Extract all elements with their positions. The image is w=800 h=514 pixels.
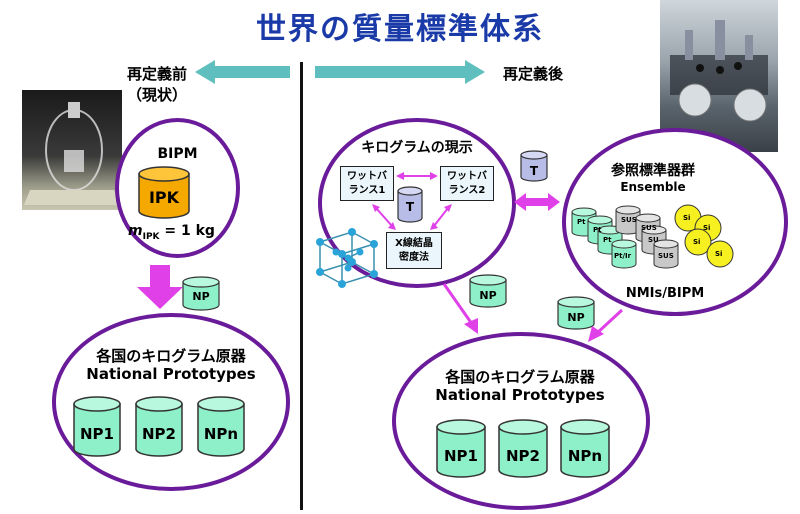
silicon-crystal-lattice-icon [316, 228, 378, 288]
left-np2-cylinder [135, 396, 183, 457]
bipm-label: BIPM [157, 146, 198, 162]
left-arrow-icon [195, 60, 290, 84]
left-np-cylinders [73, 396, 245, 457]
right-np-label-2: NP [567, 311, 585, 324]
realization-t-cylinder [397, 186, 423, 223]
arrow-from-realization [442, 283, 474, 325]
equation-subscript: IPK [142, 231, 160, 242]
header-arrows [195, 60, 485, 84]
sus-cylinder-1 [615, 205, 641, 235]
ensemble-label-pt-1: Pt [577, 218, 586, 226]
right-np-cylinder-2 [557, 296, 595, 330]
ensemble-label-sus-1: SUS [621, 216, 637, 224]
ensemble-label-si-4: Si [715, 250, 723, 258]
right-np1-cylinder [436, 419, 486, 478]
left-np1-cylinder [73, 396, 121, 457]
left-header-line1: 再定義前 [126, 65, 187, 83]
left-np-cylinder [182, 276, 220, 311]
watt2-line1: ワットバ [447, 171, 487, 182]
right-national-title-jp: 各国のキログラム原器 [445, 368, 595, 386]
right-header: 再定義後 [502, 65, 563, 83]
realization-title: キログラムの現示 [361, 140, 473, 156]
realization-t-label: T [405, 200, 415, 214]
ipk-cylinder [138, 166, 190, 219]
ensemble-label-pt-2: Pt [593, 226, 602, 234]
lab-apparatus-photo-icon [660, 0, 778, 152]
xray-crystal-density-box: X線結晶密度法 [386, 232, 442, 269]
right-np1-label: NP1 [444, 447, 478, 465]
transfer-t-label: T [529, 164, 539, 178]
xray-line2: 密度法 [399, 251, 429, 263]
left-national-title-jp: 各国のキログラム原器 [96, 347, 246, 365]
ensemble-label-pt-3: Pt [603, 236, 612, 244]
equation-value: = 1 kg [159, 223, 215, 239]
ensemble-title-jp: 参照標準器群 [611, 163, 695, 179]
right-arrow-icon [315, 60, 485, 84]
ensemble-nmis-label: NMIs/BIPM [625, 286, 705, 301]
realization-arrows [372, 172, 452, 230]
left-header-line2: （現状） [126, 86, 187, 104]
equation-mass-symbol: m [128, 223, 143, 239]
xray-line1: X線結晶 [395, 238, 433, 249]
ensemble-standards [571, 204, 734, 269]
si-sphere-3 [684, 228, 712, 256]
right-np2-label: NP2 [506, 447, 540, 465]
ensemble-label-sus-3: SUS [658, 252, 674, 260]
center-divider [300, 62, 303, 510]
sus-cylinder-4 [653, 239, 679, 269]
right-national-title-en: National Prototypes [435, 386, 605, 404]
left-national-title-en: National Prototypes [86, 365, 256, 383]
right-np-cylinder-1 [469, 274, 507, 308]
ipk-equation: mIPK = 1 kg [128, 223, 238, 242]
si-sphere-4 [706, 240, 734, 268]
left-np1-label: NP1 [80, 425, 114, 443]
right-np-label-1: NP [479, 289, 497, 302]
left-np-label: NP [192, 290, 210, 303]
right-npn-cylinder [560, 419, 610, 478]
right-npn-label: NPn [567, 447, 603, 465]
bell-jar-photo-icon [22, 90, 122, 210]
ensemble-label-su-1: SU [648, 236, 659, 244]
ensemble-item-labels: Pt Pt Pt Pt/Ir SUS SUS SU SUS Si Si Si S… [570, 198, 750, 282]
ipk-label: IPK [148, 188, 180, 207]
ensemble-label-si-2: Si [703, 224, 711, 232]
ensemble-label-si-1: Si [683, 214, 691, 222]
transfer-t-cylinder [520, 150, 548, 182]
left-npn-cylinder [197, 396, 245, 457]
left-down-arrow-icon [137, 265, 183, 309]
ensemble-label-ptir: Pt/Ir [614, 252, 632, 260]
right-np-cylinders [436, 419, 610, 478]
left-np2-label: NP2 [142, 425, 176, 443]
arrow-from-ensemble [594, 308, 624, 336]
converging-arrows [442, 283, 624, 342]
ensemble-label-sus-2: SUS [641, 224, 657, 232]
right-np2-cylinder [498, 419, 548, 478]
watt2-line2: ランス2 [448, 184, 486, 196]
exchange-double-arrow-icon [514, 193, 560, 211]
watt1-line2: ランス1 [348, 184, 386, 196]
ensemble-title-en: Ensemble [620, 180, 686, 194]
ptir-cylinder [611, 239, 637, 269]
page-title: 世界の質量標準体系 [256, 12, 544, 47]
watt-balance-2-box: ワットバランス2 [440, 166, 494, 201]
watt-balance-1-box: ワットバランス1 [340, 166, 394, 201]
watt1-line1: ワットバ [347, 171, 387, 182]
ensemble-label-si-3: Si [693, 238, 701, 246]
left-npn-label: NPn [203, 425, 239, 443]
